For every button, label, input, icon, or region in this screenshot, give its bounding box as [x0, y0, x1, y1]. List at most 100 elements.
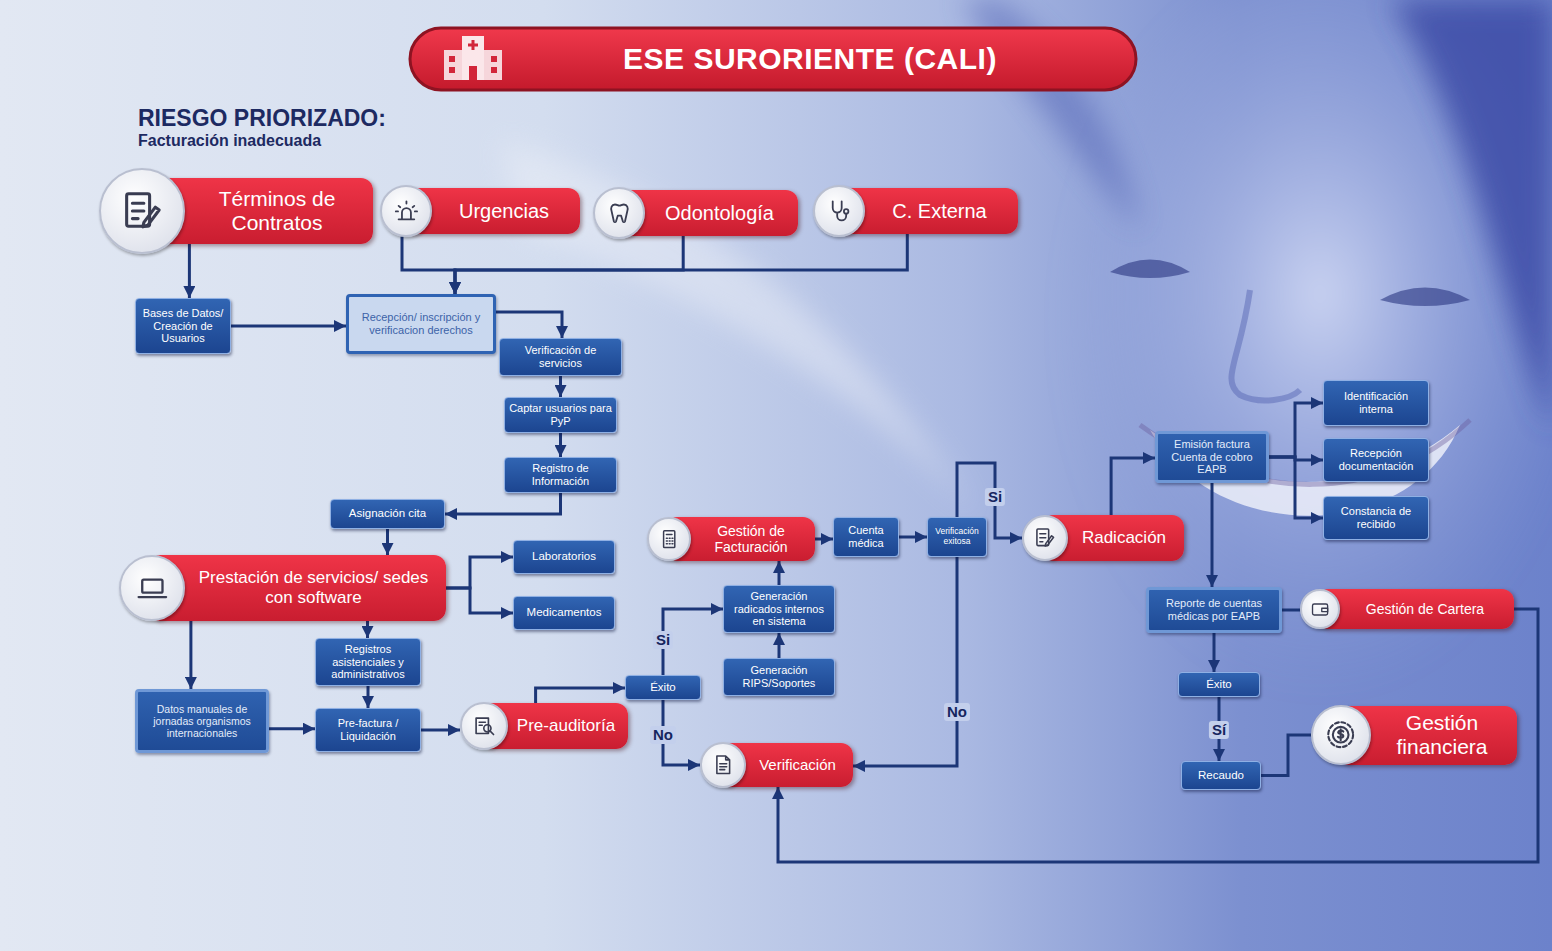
title-text: ESE SURORIENTE (CALI) [505, 28, 1115, 90]
process-box: Cuenta médica [833, 517, 899, 557]
connector [559, 376, 562, 397]
process-box: Datos manuales de jornadas organismos in… [135, 689, 269, 753]
connector [815, 538, 833, 541]
node-text: Éxito [1206, 678, 1232, 691]
node-text: Gestión de Cartera [1366, 601, 1484, 617]
process-step: Gestión financiera [1311, 706, 1517, 765]
edge-label: Si [985, 488, 1005, 506]
node-text: C. Externa [892, 200, 986, 223]
step-icon [1325, 719, 1356, 750]
connector [446, 588, 513, 613]
process-box: Asignación cita [330, 499, 445, 529]
connector [231, 325, 346, 328]
connector [496, 312, 562, 338]
icon-circle [647, 517, 691, 561]
icon-circle [460, 702, 508, 750]
node-text: Reporte de cuentas médicas por EAPB [1153, 597, 1275, 622]
process-box: Bases de Datos/ Creación de Usuarios [135, 298, 231, 354]
process-step: C. Externa [813, 188, 1018, 234]
heading-label: Facturación inadecuada [138, 132, 321, 150]
nose [1231, 290, 1300, 400]
process-box: Recepción documentación [1323, 438, 1429, 482]
edge-label: Si [653, 631, 673, 649]
process-step: Radicación [1022, 515, 1184, 561]
process-box: Identificación interna [1323, 380, 1429, 426]
node-text: Prestación de servicios/ sedes con softw… [191, 568, 436, 607]
process-box: Generación radicados internos en sistema [723, 585, 835, 633]
process-box: Éxito [625, 675, 701, 700]
node-text: Gestión de Facturación [697, 523, 805, 555]
process-box: Verificación exitosa [927, 517, 987, 557]
connector [421, 729, 460, 732]
connector [778, 561, 781, 585]
node-text: Laboratorios [532, 550, 596, 563]
process-step: Prestación de servicios/ sedes con softw… [119, 555, 446, 621]
node-text: Datos manuales de jornadas organismos in… [142, 703, 262, 739]
connector [446, 557, 513, 588]
icon-circle [1311, 705, 1371, 765]
process-box: Reporte de cuentas médicas por EAPB [1146, 587, 1282, 633]
process-box: Generación RIPS/Soportes [723, 658, 835, 696]
step-icon [393, 198, 420, 225]
node-text: Registros asistenciales y administrativo… [320, 643, 416, 681]
process-step: Pre-auditoría [460, 703, 628, 749]
node-text: Recepción/ inscripción y verificacion de… [353, 311, 489, 336]
step-icon [658, 528, 680, 550]
node-text: Radicación [1082, 528, 1166, 548]
connector [455, 236, 683, 294]
process-step: Odontología [593, 190, 798, 236]
node-text: Identificación interna [1328, 390, 1424, 415]
node-text: Recaudo [1198, 769, 1244, 782]
node-text: Captar usuarios para PyP [509, 402, 612, 427]
connector [269, 727, 315, 730]
connector [1269, 403, 1323, 457]
icon-circle [813, 185, 865, 237]
node-text: Gestión financiera [1377, 711, 1507, 759]
icon-circle [380, 185, 432, 237]
process-box: Captar usuarios para PyP [504, 397, 617, 433]
process-step: Verificación [700, 743, 853, 787]
step-icon [1310, 599, 1330, 619]
step-icon [606, 200, 633, 227]
process-box: Recaudo [1181, 761, 1261, 790]
connector [1211, 483, 1214, 587]
connector [559, 433, 562, 457]
node-text: Éxito [650, 681, 676, 694]
edge-label: No [944, 703, 970, 721]
process-box: Medicamentos [513, 596, 615, 630]
process-box: Éxito [1178, 672, 1260, 697]
node-text: Urgencias [459, 200, 549, 223]
process-box: Emisión factura Cuenta de cobro EAPB [1155, 431, 1269, 483]
connector [536, 688, 625, 703]
node-text: Generación RIPS/Soportes [728, 664, 830, 689]
step-icon [119, 188, 165, 234]
hair [1390, 0, 1552, 430]
connector [1282, 609, 1300, 612]
connector [367, 686, 370, 708]
node-text: Pre-auditoría [517, 716, 615, 736]
icon-circle [119, 555, 185, 621]
process-box: Laboratorios [513, 540, 615, 574]
node-text: Odontología [665, 202, 774, 225]
process-box: Pre-factura / Liquidación [315, 708, 421, 752]
connector [188, 244, 191, 298]
process-step: Gestión de Facturación [647, 517, 815, 561]
connector [1261, 735, 1311, 776]
hospital-icon [444, 36, 502, 80]
title-pill [410, 28, 1136, 90]
connector [366, 621, 369, 638]
connector [1111, 458, 1155, 515]
step-icon [826, 198, 853, 225]
heading-label: RIESGO PRIORIZADO: [138, 106, 386, 131]
edge-label: No [650, 726, 676, 744]
process-step: Gestión de Cartera [1300, 589, 1514, 629]
icon-circle [593, 187, 645, 239]
process-box: Registros asistenciales y administrativo… [315, 638, 421, 686]
node-text: Cuenta médica [838, 524, 894, 549]
connector [778, 609, 1538, 862]
step-icon [711, 753, 735, 777]
edge-label: Sí [1209, 721, 1229, 739]
connector [189, 621, 192, 689]
node-text: Registro de Información [509, 462, 612, 487]
